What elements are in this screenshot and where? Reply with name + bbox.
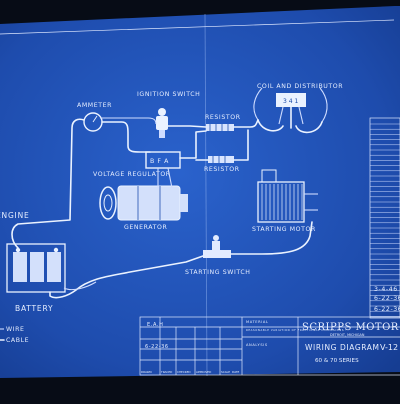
ammeter-label: AMMETER [77, 102, 112, 109]
rev-entry-3: 6-22-36 [374, 306, 400, 313]
title-block-header-cell: SCALE [221, 370, 230, 374]
battery-icon [6, 243, 66, 293]
coil-distributor-label: COIL AND DISTRIBUTOR [257, 83, 343, 90]
resistor-top-label: RESISTOR [205, 114, 241, 121]
svg-text:3 4 1: 3 4 1 [283, 98, 298, 105]
title-block: E.A.H 6-22-36 MATERIAL ANALYSIS REASONAB… [139, 316, 400, 376]
legend: WIRE CABLE [0, 326, 29, 344]
title-block-header-cell: DRAWN [141, 370, 152, 374]
voltage-regulator-icon: B F A [145, 151, 181, 169]
drawing-series: 60 & 70 SERIES [315, 358, 359, 364]
drawing-border [0, 19, 395, 35]
title-block-note: REASONABLE VARIATION OF FRACTIONAL DIMEN… [246, 328, 350, 332]
starting-motor-icon [257, 169, 318, 223]
drawing-title: WIRING DIAGRAM [305, 343, 380, 352]
voltage-regulator-label: VOLTAGE REGULATOR [93, 171, 171, 178]
revision-column: 3-4-46 6-22-36 6-22-36 [369, 117, 400, 319]
regulator-terminals-label: B F A [150, 158, 169, 165]
title-block-date-b: E.A.H [147, 322, 163, 328]
rev-entry-1: 3-4-46 [374, 286, 398, 293]
starting-switch-icon [203, 235, 231, 258]
title-block-header-cell: DATE [232, 370, 240, 374]
title-block-material-label: MATERIAL [246, 320, 269, 324]
title-block-header-cell: CHECKED [177, 370, 191, 374]
fold-line [204, 13, 208, 377]
starting-motor-label: STARTING MOTOR [252, 226, 316, 233]
ignition-switch-icon [156, 108, 168, 138]
title-block-header-cell: APPROVED [196, 370, 211, 374]
title-block-date-a: 6-22-36 [145, 344, 169, 350]
title-block-header-cell: TRACED [160, 370, 172, 374]
ignition-switch-label: IGNITION SWITCH [137, 91, 200, 98]
generator-icon [99, 185, 188, 221]
resistor-top-icon [206, 124, 234, 131]
drawing-number: V-12 [380, 343, 398, 352]
resistor-bottom-icon [208, 156, 234, 163]
battery-label: BATTERY [15, 304, 53, 313]
title-block-analysis-label: ANALYSIS [246, 343, 268, 347]
coil-distributor-icon: 3 4 1 [253, 87, 328, 134]
starting-switch-label: STARTING SWITCH [185, 269, 251, 276]
company-name: SCRIPPS MOTOR CO [302, 322, 400, 333]
legend-cable-label: CABLE [6, 337, 29, 344]
resistor-bottom-label: RESISTOR [204, 166, 240, 173]
engine-label: ENGINE [0, 211, 30, 220]
legend-wire-label: WIRE [6, 326, 25, 333]
company-location: DETROIT, MICHIGAN [330, 333, 365, 337]
generator-label: GENERATOR [124, 224, 167, 231]
rev-entry-2: 6-22-36 [374, 295, 400, 302]
wiring-lines [11, 117, 313, 299]
